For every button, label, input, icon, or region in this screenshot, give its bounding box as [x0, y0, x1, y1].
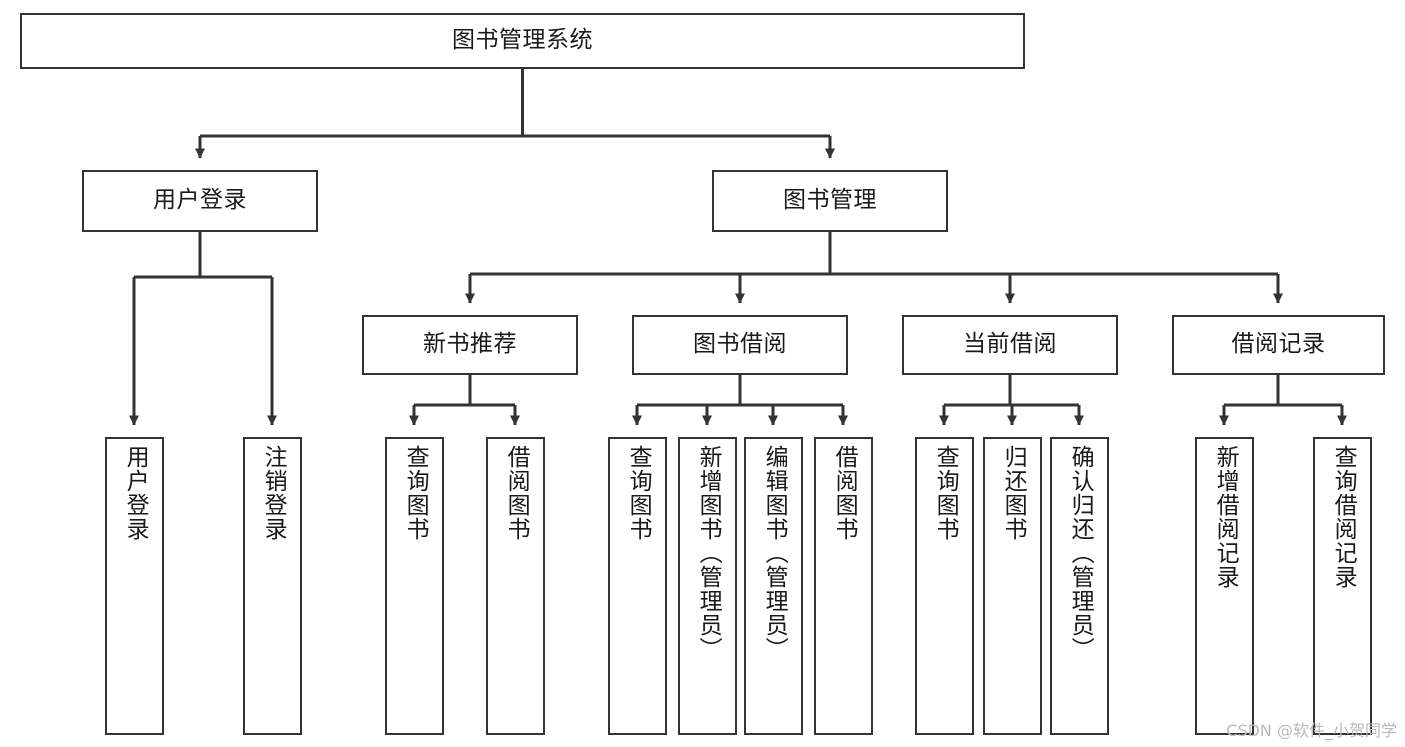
node-leaf-return-book[interactable]: 归还图书 [983, 437, 1042, 735]
node-user-login[interactable]: 用户登录 [82, 170, 318, 232]
node-leaf-add-record-label: 新增借阅记录 [1212, 445, 1239, 589]
node-leaf-user-login-label: 用户登录 [122, 445, 149, 541]
node-leaf-add-book[interactable]: 新增图书（管理员） [678, 437, 737, 735]
node-leaf-add-record[interactable]: 新增借阅记录 [1195, 437, 1254, 735]
node-leaf-logout-label: 注销登录 [260, 445, 287, 541]
node-new-book-recommend[interactable]: 新书推荐 [362, 315, 578, 375]
node-current-borrow[interactable]: 当前借阅 [902, 315, 1118, 375]
node-root-label: 图书管理系统 [452, 27, 593, 54]
node-leaf-query-book-nbr-label: 查询图书 [402, 445, 429, 541]
node-leaf-add-book-label: 新增图书（管理员） [695, 445, 722, 661]
node-leaf-confirm-return[interactable]: 确认归还（管理员） [1050, 437, 1109, 735]
node-leaf-query-book-cb[interactable]: 查询图书 [915, 437, 974, 735]
node-borrow-record[interactable]: 借阅记录 [1172, 315, 1385, 375]
node-current-borrow-label: 当前借阅 [963, 331, 1057, 358]
node-new-book-recommend-label: 新书推荐 [423, 331, 517, 358]
node-leaf-confirm-return-label: 确认归还（管理员） [1067, 445, 1094, 661]
node-leaf-query-record-label: 查询借阅记录 [1330, 445, 1357, 589]
node-book-management-label: 图书管理 [783, 187, 877, 214]
node-leaf-borrow-book-bb[interactable]: 借阅图书 [814, 437, 873, 735]
node-user-login-label: 用户登录 [153, 187, 247, 214]
node-leaf-query-record[interactable]: 查询借阅记录 [1313, 437, 1372, 735]
node-leaf-query-book-bb-label: 查询图书 [625, 445, 652, 541]
node-leaf-edit-book[interactable]: 编辑图书（管理员） [744, 437, 803, 735]
node-leaf-return-book-label: 归还图书 [1000, 445, 1027, 541]
node-leaf-borrow-book-nbr[interactable]: 借阅图书 [486, 437, 545, 735]
node-leaf-borrow-book-bb-label: 借阅图书 [831, 445, 858, 541]
node-leaf-user-login[interactable]: 用户登录 [105, 437, 164, 735]
node-leaf-edit-book-label: 编辑图书（管理员） [761, 445, 788, 661]
csdn-watermark: CSDN @软件_小贺同学 [1226, 721, 1397, 740]
node-book-management[interactable]: 图书管理 [712, 170, 948, 232]
node-leaf-logout[interactable]: 注销登录 [243, 437, 302, 735]
node-leaf-query-book-cb-label: 查询图书 [932, 445, 959, 541]
node-leaf-borrow-book-nbr-label: 借阅图书 [503, 445, 530, 541]
node-book-borrow[interactable]: 图书借阅 [632, 315, 848, 375]
node-leaf-query-book-bb[interactable]: 查询图书 [608, 437, 667, 735]
node-borrow-record-label: 借阅记录 [1231, 331, 1326, 358]
node-book-borrow-label: 图书借阅 [693, 331, 787, 358]
node-root[interactable]: 图书管理系统 [20, 13, 1025, 69]
node-leaf-query-book-nbr[interactable]: 查询图书 [385, 437, 444, 735]
